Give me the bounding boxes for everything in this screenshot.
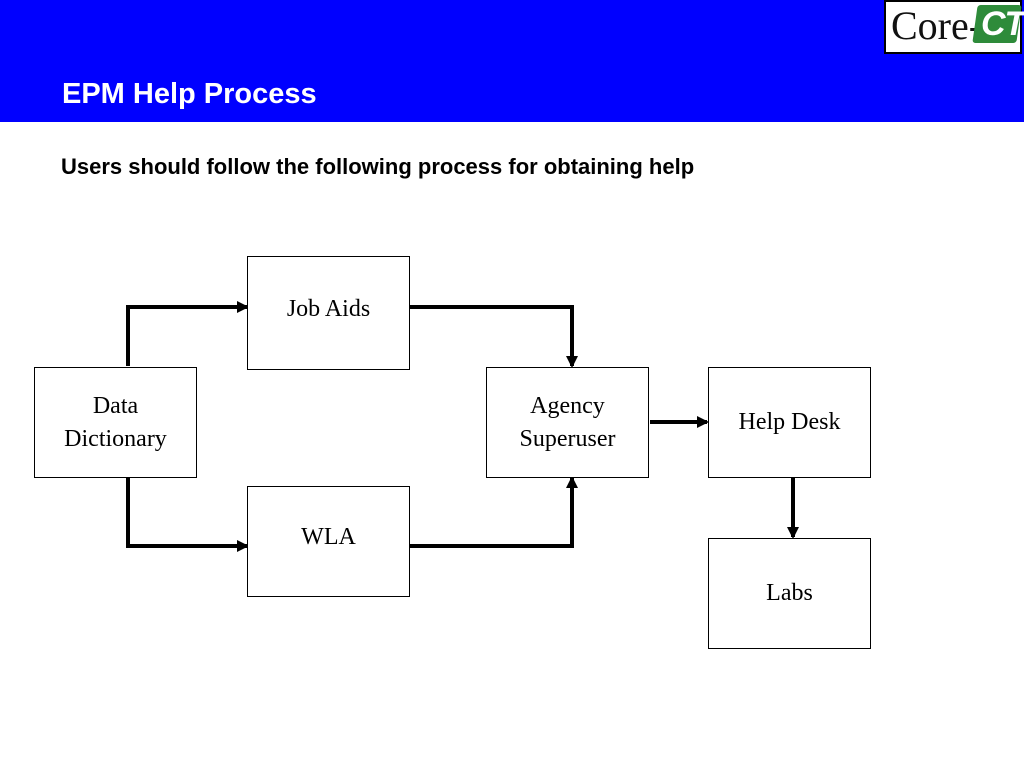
slide-subtitle: Users should follow the following proces…	[61, 154, 695, 179]
node-data-dictionary-line2: Dictionary	[64, 425, 167, 452]
logo-core-text: Core-	[891, 3, 983, 48]
page-title: EPM Help Process	[62, 78, 317, 110]
edge-data-dictionary-to-wla	[126, 478, 249, 552]
edge-wla-to-agency-superuser	[410, 476, 578, 548]
node-wla: WLA	[247, 486, 410, 597]
node-help-desk: Help Desk	[708, 367, 871, 478]
node-job-aids-label: Job Aids	[286, 295, 371, 322]
edge-data-dictionary-to-job-aids	[126, 301, 249, 366]
core-ct-logo: Core- CT	[884, 0, 1024, 54]
node-labs-label: Labs	[766, 580, 813, 606]
node-wla-label: WLA	[301, 524, 356, 550]
node-data-dictionary: Data Dictionary	[34, 367, 197, 478]
title-banner	[0, 0, 1024, 122]
node-agency-superuser-line1: Agency	[530, 392, 605, 419]
edge-job-aids-to-agency-superuser	[410, 305, 578, 368]
node-help-desk-label: Help Desk	[738, 409, 841, 435]
logo-ct-text: CT	[981, 5, 1024, 43]
node-labs: Labs	[708, 538, 871, 649]
node-job-aids: Job Aids	[247, 256, 410, 370]
node-agency-superuser-line2: Superuser	[519, 425, 616, 452]
node-data-dictionary-line1: Data	[92, 392, 139, 419]
node-agency-superuser: Agency Superuser	[486, 367, 649, 478]
